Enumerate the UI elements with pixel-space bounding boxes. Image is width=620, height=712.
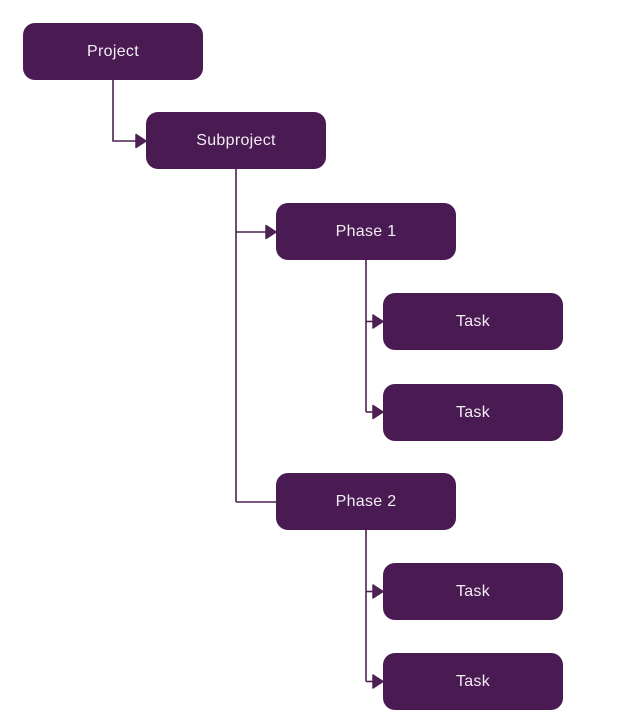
node-task-1a: Task — [383, 293, 563, 350]
arrowhead-icon-task2b — [372, 674, 384, 689]
node-task-2a-label: Task — [455, 582, 491, 600]
node-task-2b: Task — [383, 653, 563, 710]
node-subproject: Subproject — [146, 112, 326, 169]
node-project: Project — [23, 23, 203, 80]
edge-project-subproject — [112, 80, 136, 142]
node-phase-1-label: Phase 1 — [335, 222, 397, 240]
node-subproject-label: Subproject — [196, 131, 276, 149]
node-phase-2-label: Phase 2 — [335, 492, 397, 510]
arrowhead-icon-task1a — [372, 314, 384, 329]
arrowhead-icon-phase1 — [265, 224, 277, 240]
arrowhead-icon-task1b — [372, 404, 384, 420]
node-phase-1: Phase 1 — [276, 203, 456, 260]
node-task-1a-label: Task — [455, 312, 491, 330]
node-project-label: Project — [87, 42, 139, 60]
arrowhead-icon-task2a — [372, 584, 384, 599]
node-task-2a: Task — [383, 563, 563, 620]
node-task-2b-label: Task — [455, 672, 491, 690]
arrowhead-icon-subproject — [135, 133, 147, 149]
node-task-1b-label: Task — [455, 403, 491, 421]
node-task-1b: Task — [383, 384, 563, 441]
node-phase-2: Phase 2 — [276, 473, 456, 530]
